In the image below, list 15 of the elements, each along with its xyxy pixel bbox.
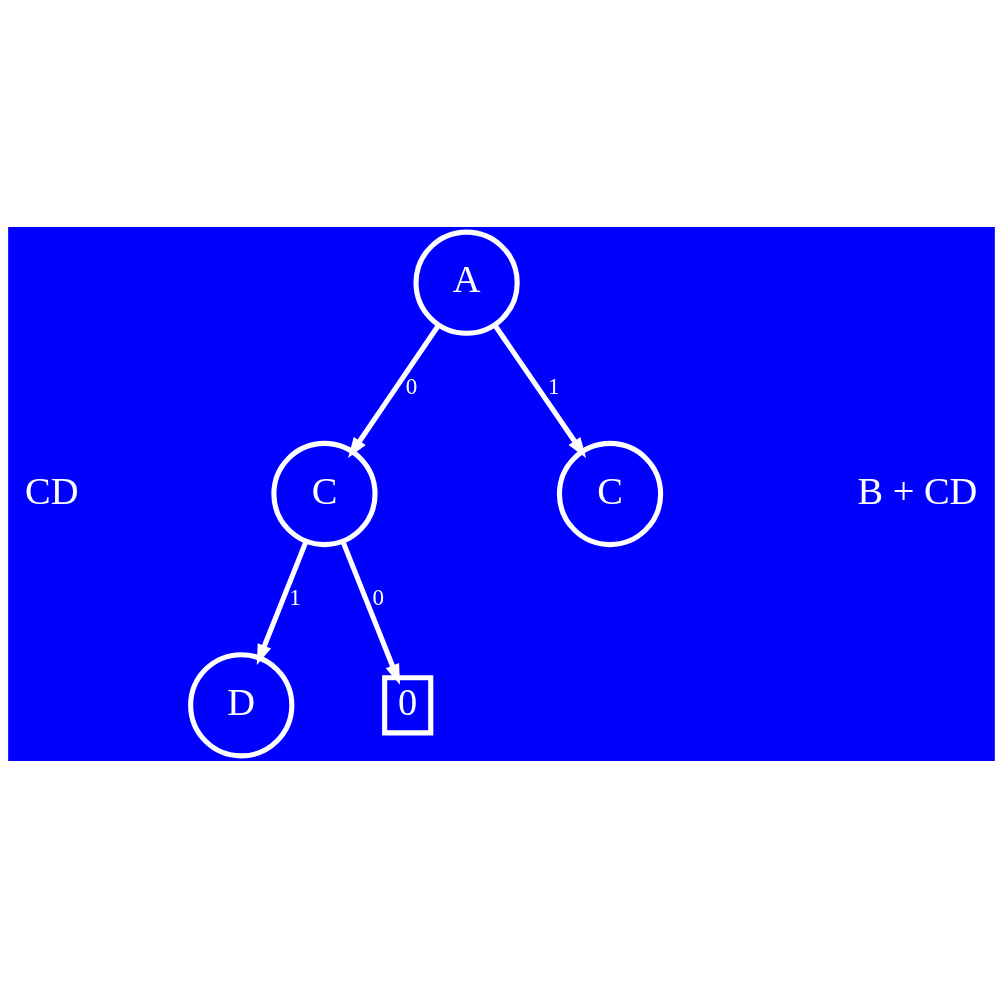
label: CD <box>25 469 79 512</box>
node-circle: D <box>188 651 295 758</box>
arrow <box>256 540 309 665</box>
arrow <box>348 323 441 458</box>
arrow <box>340 540 401 685</box>
arrow <box>492 323 587 458</box>
edge-label: 1 <box>289 583 301 610</box>
edge-label: 1 <box>547 372 560 399</box>
node-circle: A <box>413 229 520 336</box>
node-box: 0 <box>382 674 434 735</box>
node-circle: C <box>271 440 378 547</box>
edge-label: 0 <box>372 583 385 610</box>
label: B + CD <box>857 469 978 512</box>
edge-label: 0 <box>405 372 418 399</box>
node-circle: C <box>556 440 664 547</box>
